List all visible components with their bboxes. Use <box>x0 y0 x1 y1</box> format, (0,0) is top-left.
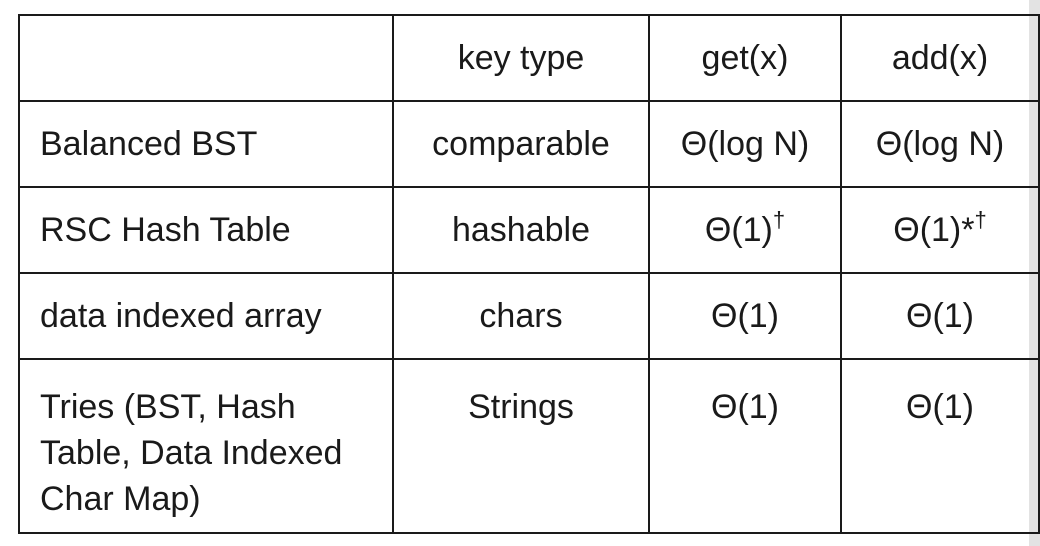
structure-cell: Tries (BST, Hash Table, Data Indexed Cha… <box>18 358 394 534</box>
key-type-cell: comparable <box>392 100 650 188</box>
structure-cell: Balanced BST <box>18 100 394 188</box>
add-cell: Θ(1) <box>840 358 1040 534</box>
get-value: Θ(1) <box>711 296 779 335</box>
add-value: Θ(1)* <box>893 210 975 249</box>
header-cell-empty <box>18 14 394 102</box>
get-value: Θ(1) <box>704 210 773 249</box>
add-value: Θ(log N) <box>875 124 1005 163</box>
header-cell-key-type: key type <box>392 14 650 102</box>
comparison-table: key type get(x) add(x) Balanced BST comp… <box>18 14 1040 534</box>
get-cell: Θ(1) <box>648 358 842 534</box>
get-cell: Θ(log N) <box>648 100 842 188</box>
key-type-cell: hashable <box>392 186 650 274</box>
key-type-value: Strings <box>468 388 574 426</box>
structure-line: Tries (BST, Hash <box>40 388 296 426</box>
add-footnote-mark: † <box>974 206 987 232</box>
structure-line: Table, Data Indexed <box>40 434 343 472</box>
structure-line: Char Map) <box>40 480 201 518</box>
header-cell-add: add(x) <box>840 14 1040 102</box>
key-type-cell: chars <box>392 272 650 360</box>
table-row: Tries (BST, Hash Table, Data Indexed Cha… <box>18 358 1040 534</box>
table-row: RSC Hash Table hashable Θ(1)† Θ(1)*† <box>18 186 1040 274</box>
add-value: Θ(1) <box>906 296 974 335</box>
structure-cell: data indexed array <box>18 272 394 360</box>
structure-cell: RSC Hash Table <box>18 186 394 274</box>
get-cell: Θ(1)† <box>648 186 842 274</box>
add-cell: Θ(1)*† <box>840 186 1040 274</box>
get-value: Θ(log N) <box>680 124 810 163</box>
table-row: Balanced BST comparable Θ(log N) Θ(log N… <box>18 100 1040 188</box>
header-cell-get: get(x) <box>648 14 842 102</box>
get-cell: Θ(1) <box>648 272 842 360</box>
get-value: Θ(1) <box>711 388 779 426</box>
key-type-cell: Strings <box>392 358 650 534</box>
add-value: Θ(1) <box>906 388 974 426</box>
get-footnote-mark: † <box>772 206 786 232</box>
table-header-row: key type get(x) add(x) <box>18 14 1040 102</box>
table-row: data indexed array chars Θ(1) Θ(1) <box>18 272 1040 360</box>
add-cell: Θ(1) <box>840 272 1040 360</box>
add-cell: Θ(log N) <box>840 100 1040 188</box>
